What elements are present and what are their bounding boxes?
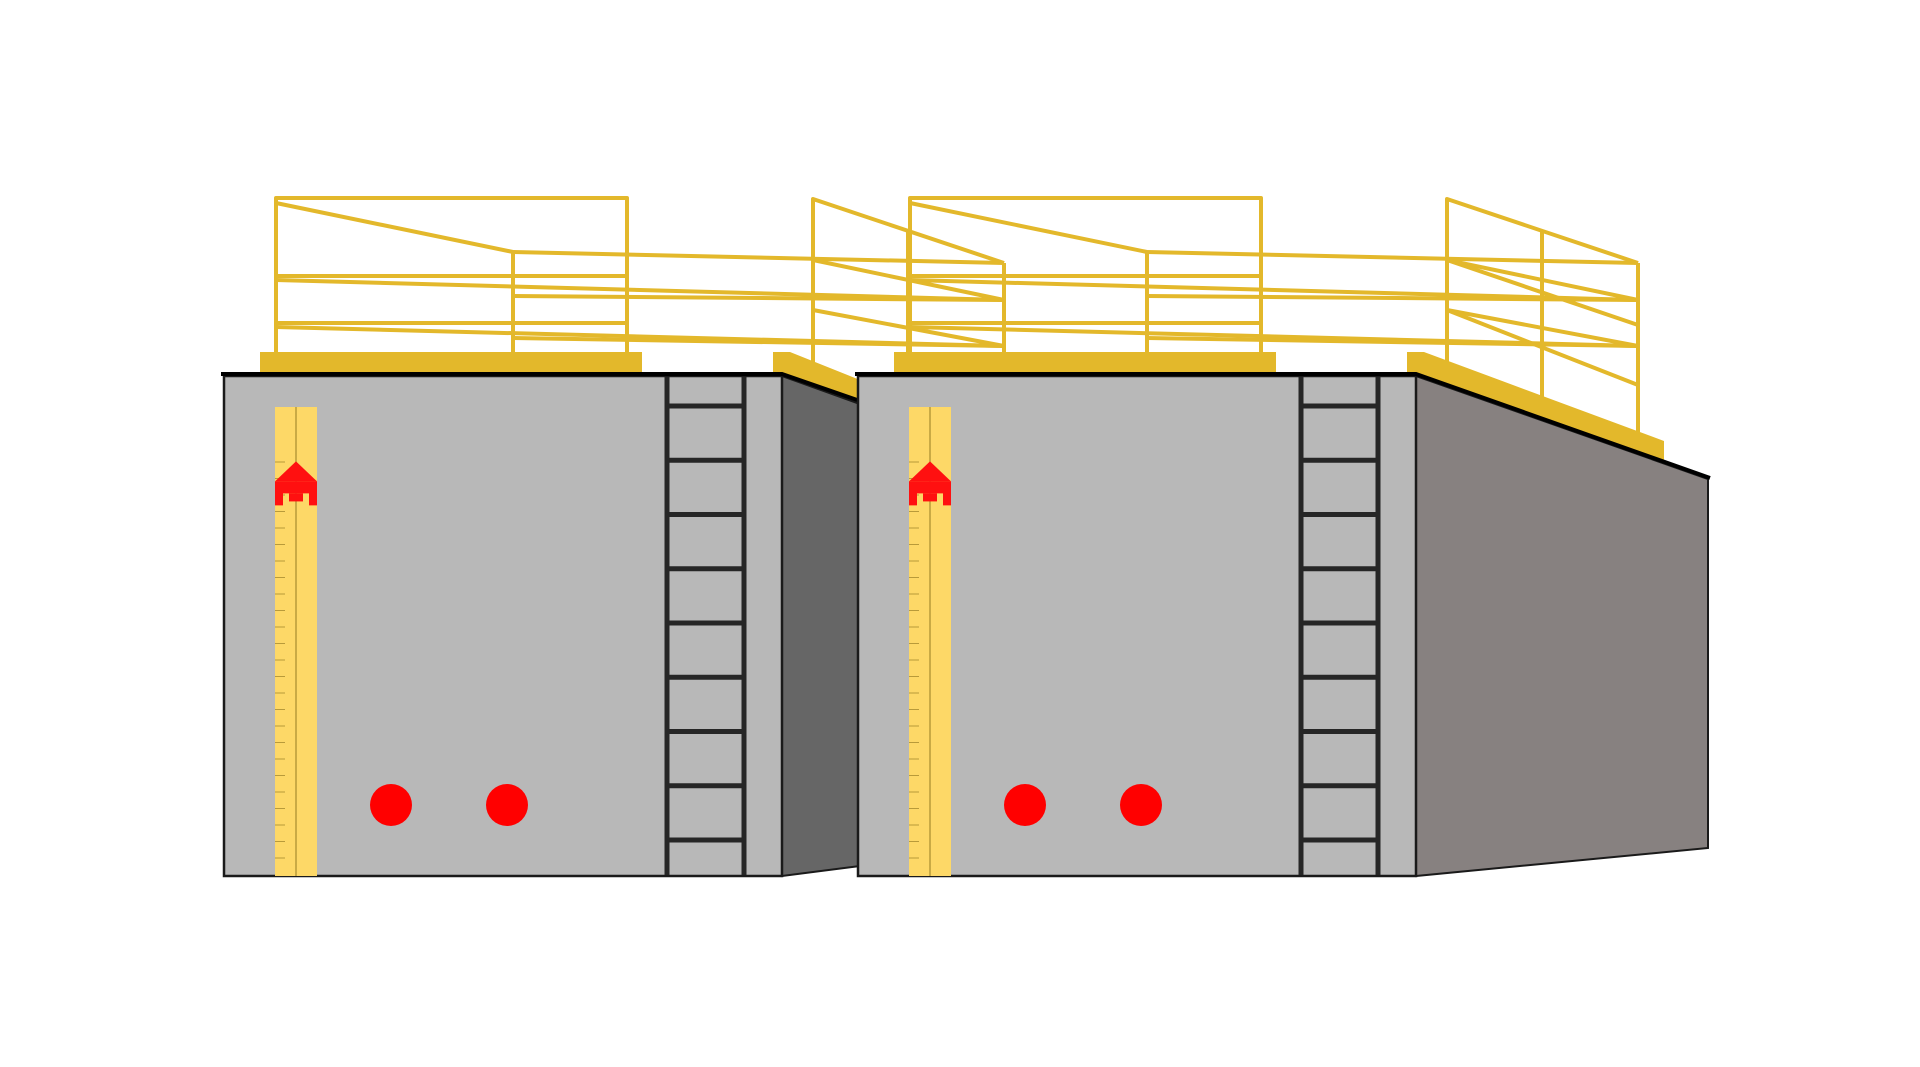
railing-brace (275, 201, 514, 254)
walkway-plate (260, 352, 642, 374)
gauge-indicator-arrow (909, 461, 951, 482)
railing-cross-rail (909, 325, 1639, 348)
railing-side-frame (1445, 197, 1639, 362)
port-icon (370, 784, 412, 826)
ladder-icon (664, 377, 747, 875)
port-icon (1004, 784, 1046, 826)
gauge-indicator-notch (289, 493, 303, 502)
railing-back-rail (1146, 250, 1639, 265)
tank-2 (855, 196, 1711, 878)
roof-edge (855, 372, 1711, 480)
railing-cross-rail (275, 325, 1005, 348)
gauge-indicator-icon (909, 461, 951, 506)
walkway-ramp (773, 352, 860, 400)
railing-back-rail (512, 250, 1005, 265)
roof-edge (221, 372, 861, 403)
port-icon (1120, 784, 1162, 826)
walkway-plate (894, 352, 1276, 374)
walkway-ramp (1407, 352, 1664, 460)
railing-side-frame (811, 197, 1005, 362)
gauge-indicator-arrow (275, 461, 317, 482)
tank-side-face (781, 374, 861, 878)
tanks-layer (221, 196, 1711, 878)
gauge-indicator-icon (275, 461, 317, 506)
railing-cross-rail (909, 278, 1639, 302)
ladder-icon (1298, 377, 1381, 875)
railing-brace (909, 201, 1148, 254)
railing-cross-rail (275, 278, 1005, 302)
railing-icon (908, 196, 1640, 440)
port-icon (486, 784, 528, 826)
gauge-indicator-notch (923, 493, 937, 502)
tank-1 (221, 196, 1006, 878)
